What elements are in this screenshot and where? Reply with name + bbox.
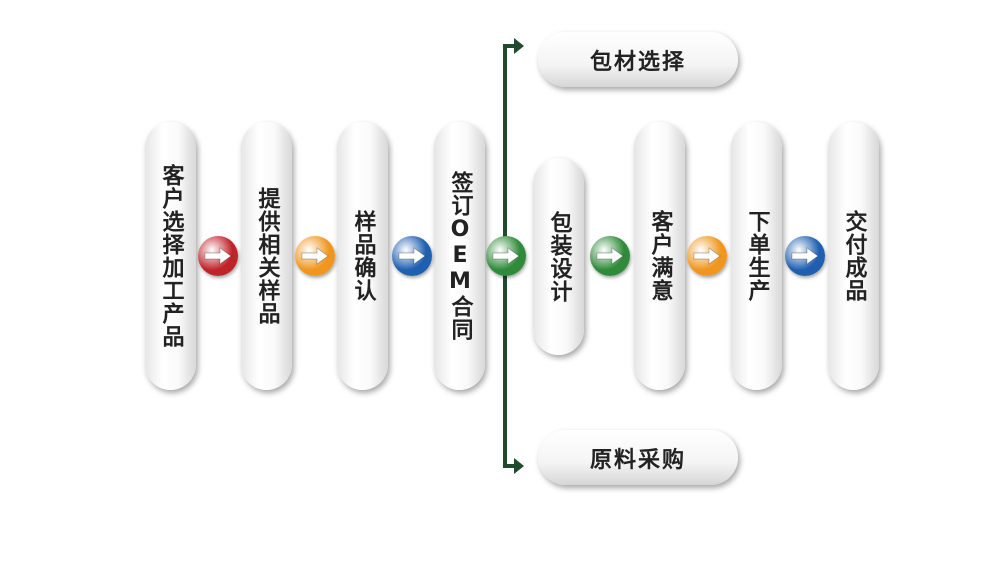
arrow-right-icon bbox=[687, 236, 727, 276]
branch-packaging-material: 包材选择 bbox=[538, 32, 738, 87]
step-label: 提供相关样品 bbox=[254, 187, 280, 325]
branch-line-bottom bbox=[503, 464, 515, 468]
arrowhead-bottom-icon bbox=[514, 458, 524, 474]
step-label: 包装设计 bbox=[546, 210, 572, 303]
step-label: 签订OEM合同 bbox=[447, 171, 473, 341]
step-label: 客户满意 bbox=[647, 210, 673, 302]
step-label: 样品确认 bbox=[350, 210, 376, 302]
step-4: 签订OEM合同 bbox=[434, 122, 485, 390]
step-label: 交付成品 bbox=[841, 210, 867, 302]
step-7: 下单生产 bbox=[731, 122, 782, 390]
step-5: 包装设计 bbox=[533, 158, 584, 355]
arrow-right-icon bbox=[785, 236, 825, 276]
branch-raw-material: 原料采购 bbox=[538, 430, 738, 485]
branch-line-top bbox=[503, 44, 515, 48]
arrow-right-icon bbox=[198, 236, 238, 276]
step-3: 样品确认 bbox=[337, 122, 388, 390]
arrow-right-icon bbox=[295, 236, 335, 276]
step-2: 提供相关样品 bbox=[241, 122, 292, 390]
step-label: 下单生产 bbox=[744, 210, 770, 302]
arrowhead-top-icon bbox=[514, 38, 524, 54]
step-label: 客户选择加工产品 bbox=[158, 164, 184, 348]
arrow-right-icon bbox=[392, 236, 432, 276]
step-1: 客户选择加工产品 bbox=[145, 122, 196, 390]
branch-label: 包材选择 bbox=[589, 49, 686, 75]
step-8: 交付成品 bbox=[828, 122, 879, 390]
branch-label: 原料采购 bbox=[589, 447, 686, 473]
arrow-right-icon bbox=[590, 236, 630, 276]
step-6: 客户满意 bbox=[634, 122, 685, 390]
arrow-right-icon bbox=[486, 236, 526, 276]
